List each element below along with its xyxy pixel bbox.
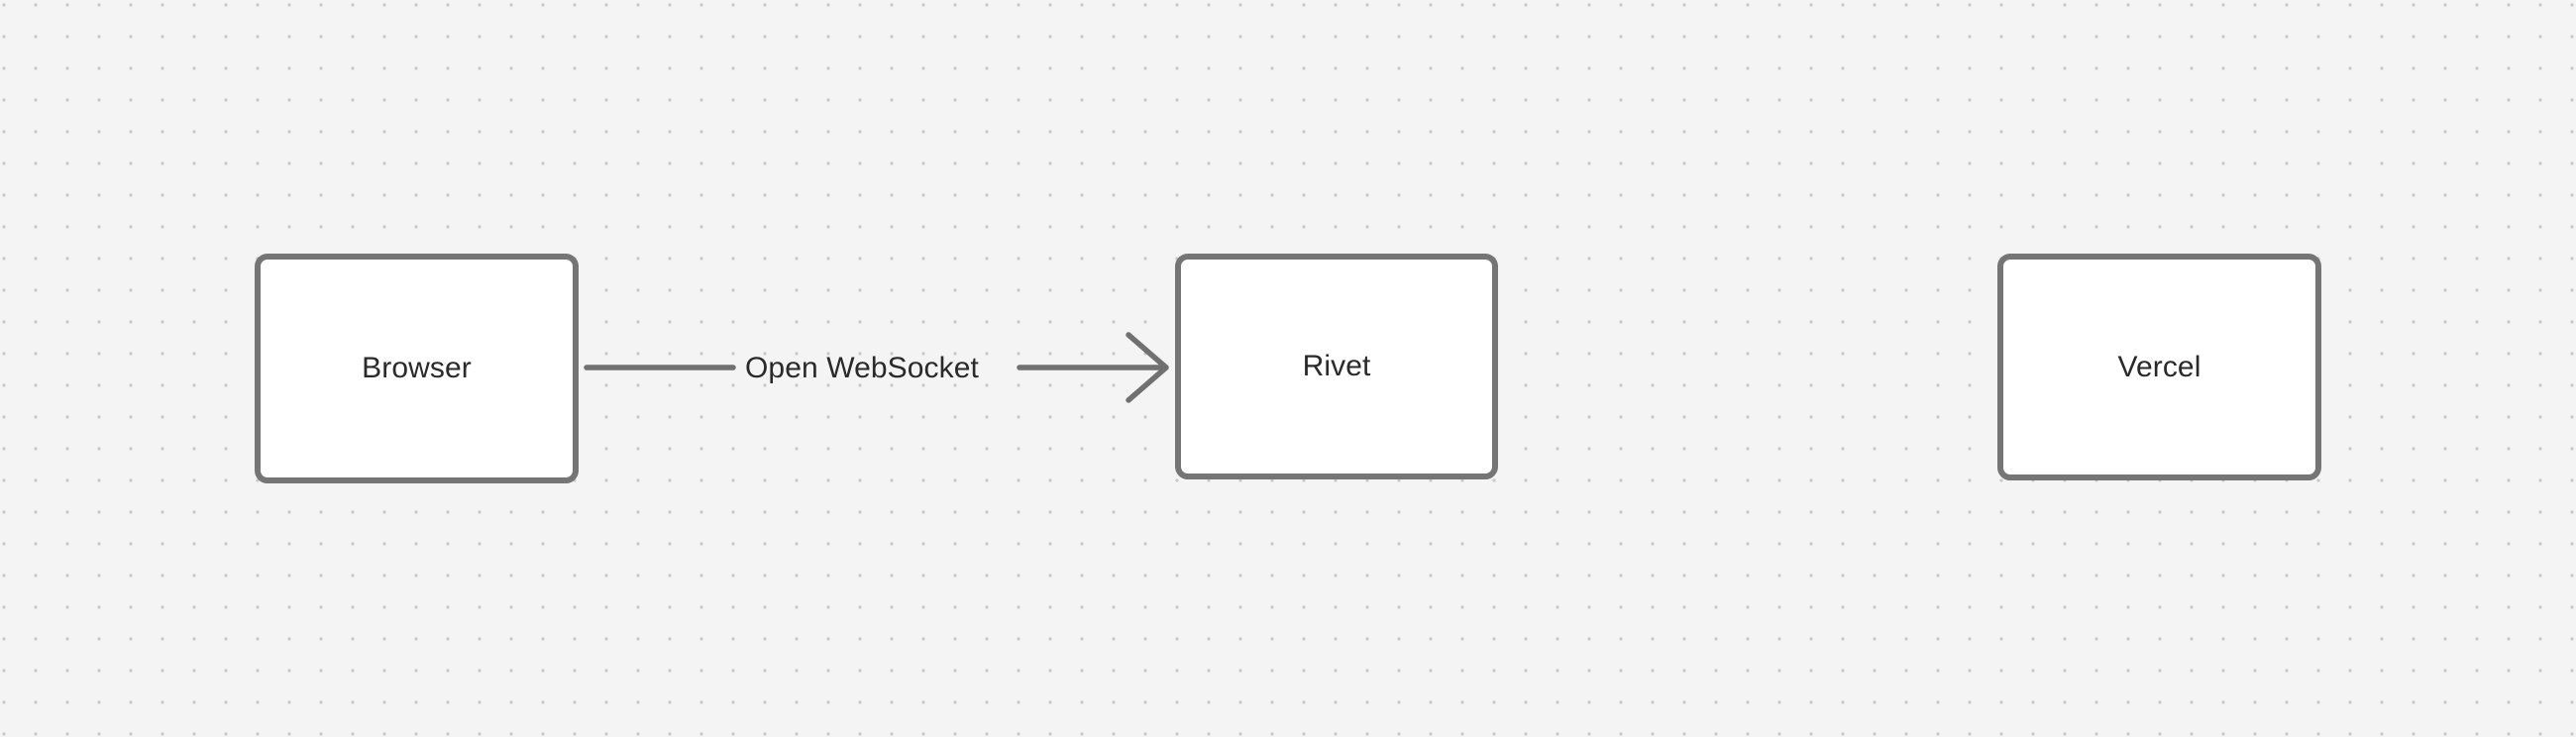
node-rivet-label: Rivet — [1302, 350, 1371, 382]
node-rivet[interactable]: Rivet — [1175, 254, 1498, 479]
node-browser[interactable]: Browser — [255, 254, 579, 483]
node-browser-label: Browser — [362, 352, 472, 384]
edge-browser-to-rivet-arrowhead — [1126, 332, 1169, 403]
edge-label-open-websocket: Open WebSocket — [745, 352, 979, 384]
node-vercel[interactable]: Vercel — [1997, 254, 2321, 480]
node-vercel-label: Vercel — [2117, 350, 2201, 383]
